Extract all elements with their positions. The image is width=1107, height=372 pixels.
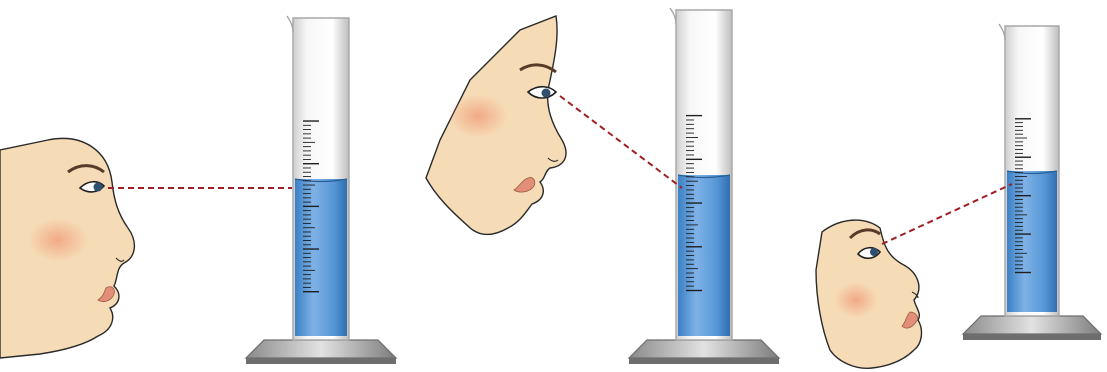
cylinder-2 — [629, 8, 779, 364]
cylinder-2-base — [629, 340, 779, 358]
face-below-iris — [870, 248, 878, 256]
cylinder-1-spout — [287, 16, 293, 32]
cylinder-3 — [963, 24, 1101, 340]
face-above-blush — [448, 94, 508, 138]
face-above — [426, 16, 566, 235]
cylinder-2-spout — [670, 8, 676, 24]
cylinder-1-base-edge — [246, 358, 396, 364]
cylinder-3-liquid — [1007, 171, 1057, 312]
cylinder-2-liquid — [678, 175, 730, 336]
face-level-blush — [28, 218, 88, 262]
cylinder-1-liquid — [295, 179, 347, 336]
cylinder-2-base-edge — [629, 358, 779, 364]
graduated-cylinders — [246, 8, 1101, 364]
cylinder-3-spout — [999, 24, 1005, 40]
sightline-from-below — [882, 184, 1012, 244]
face-above-iris — [542, 89, 551, 98]
cylinder-3-base-edge — [963, 334, 1101, 340]
cylinder-3-base — [963, 316, 1101, 334]
sightline-from-above — [560, 96, 682, 188]
sight-lines — [108, 96, 1012, 244]
cylinder-1 — [246, 16, 396, 364]
face-below-blush — [834, 282, 878, 318]
face-below — [816, 220, 921, 368]
face-level — [0, 138, 134, 358]
face-level-iris — [94, 183, 103, 192]
cylinder-1-base — [246, 340, 396, 358]
